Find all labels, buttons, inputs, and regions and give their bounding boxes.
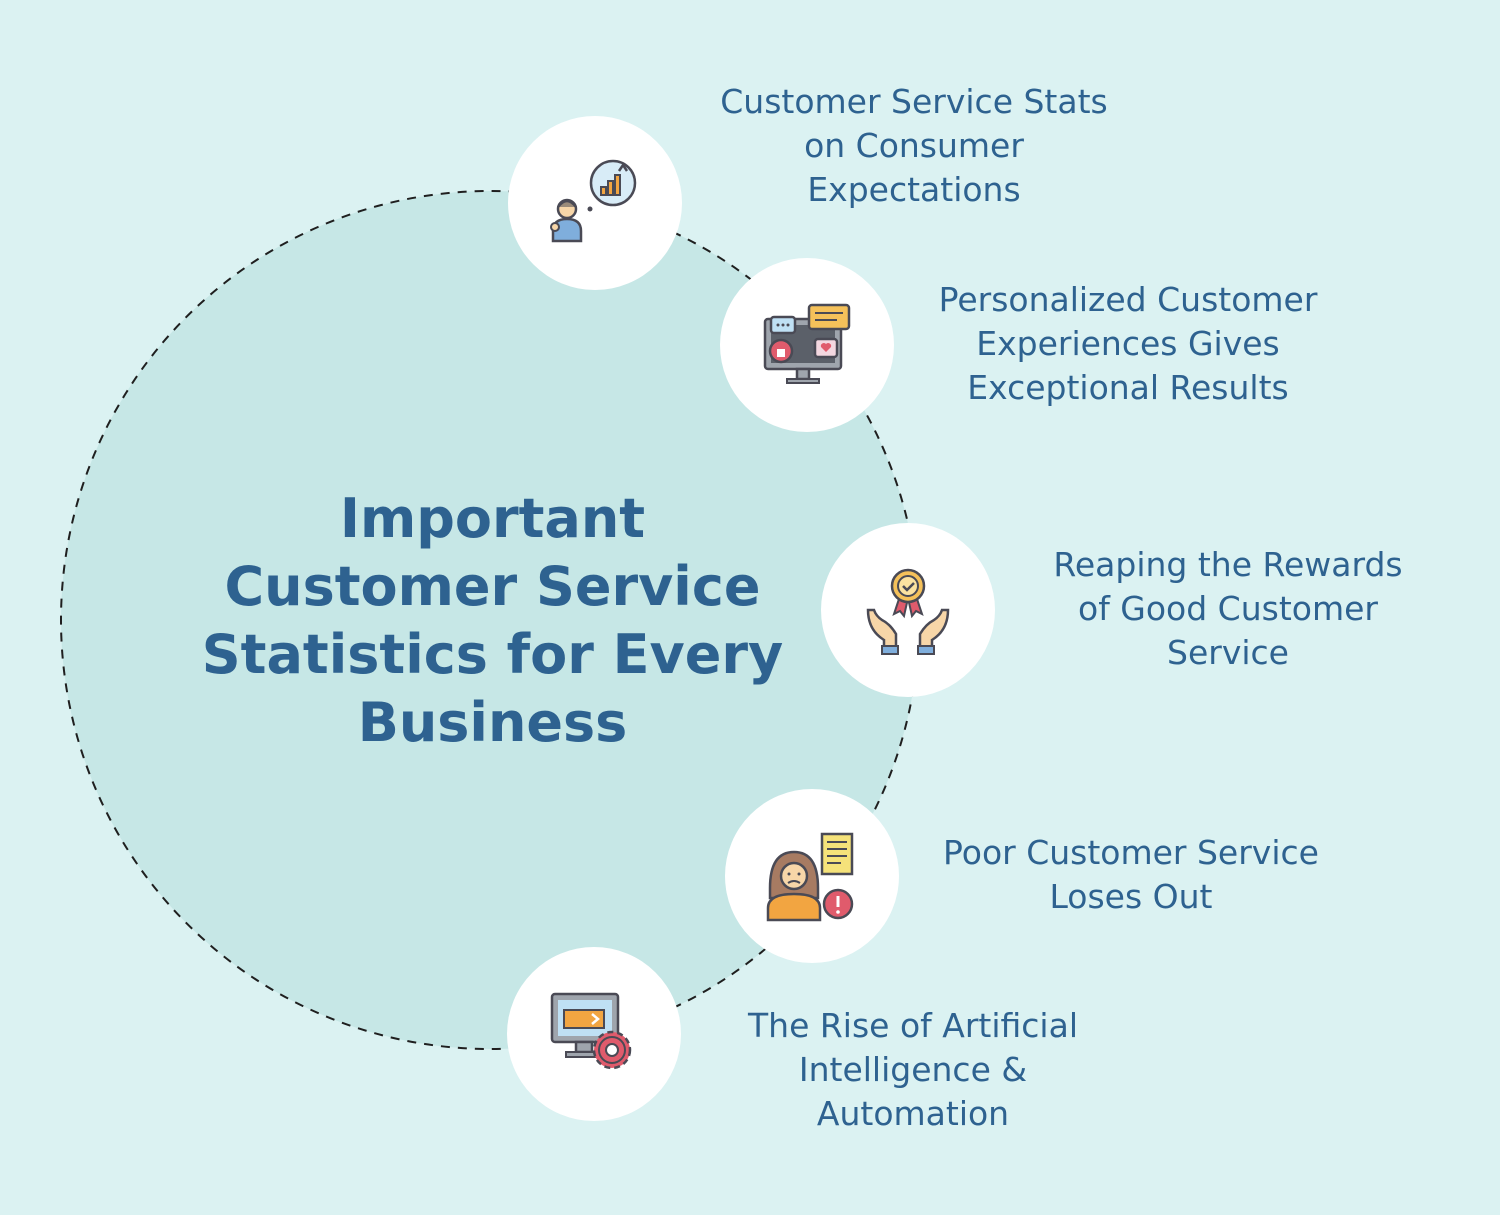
label-line: The Rise of Artificial bbox=[748, 1006, 1078, 1045]
label-line: Exceptional Results bbox=[967, 368, 1289, 407]
label-consumer-expectations: Customer Service Stats on Consumer Expec… bbox=[684, 80, 1144, 212]
monitor-feedback-icon bbox=[763, 303, 851, 384]
node-poor-service bbox=[725, 789, 899, 963]
label-line: Intelligence & bbox=[798, 1050, 1028, 1089]
label-line: on Consumer bbox=[804, 126, 1024, 165]
node-rewards bbox=[821, 523, 995, 697]
label-line: Automation bbox=[816, 1094, 1010, 1133]
label-line: of Good Customer bbox=[1078, 589, 1378, 628]
person-thinking-chart-icon bbox=[550, 159, 637, 243]
label-line: Loses Out bbox=[1049, 877, 1213, 916]
main-title: Important Customer Service Statistics fo… bbox=[190, 485, 795, 757]
title-line: Customer Service bbox=[224, 555, 761, 618]
label-line: Poor Customer Service bbox=[943, 833, 1319, 872]
title-line: Important bbox=[339, 487, 646, 550]
hands-award-badge-icon bbox=[866, 568, 950, 655]
label-line: Service bbox=[1167, 633, 1289, 672]
node-personalized-experiences bbox=[720, 258, 894, 432]
unhappy-customer-complaint-icon bbox=[766, 832, 854, 922]
label-ai-automation: The Rise of Artificial Intelligence & Au… bbox=[698, 1004, 1128, 1136]
title-line: Business bbox=[357, 691, 628, 754]
label-poor-service: Poor Customer Service Loses Out bbox=[906, 831, 1356, 919]
node-consumer-expectations bbox=[508, 116, 682, 290]
label-line: Customer Service Stats bbox=[720, 82, 1108, 121]
node-ai-automation bbox=[507, 947, 681, 1121]
label-line: Personalized Customer bbox=[938, 280, 1318, 319]
label-line: Reaping the Rewards bbox=[1053, 545, 1403, 584]
label-personalized-experiences: Personalized Customer Experiences Gives … bbox=[898, 278, 1358, 410]
label-line: Expectations bbox=[807, 170, 1021, 209]
title-line: Statistics for Every bbox=[201, 623, 784, 686]
computer-gear-automation-icon bbox=[550, 992, 632, 1070]
label-line: Experiences Gives bbox=[976, 324, 1280, 363]
label-rewards: Reaping the Rewards of Good Customer Ser… bbox=[1000, 543, 1456, 675]
